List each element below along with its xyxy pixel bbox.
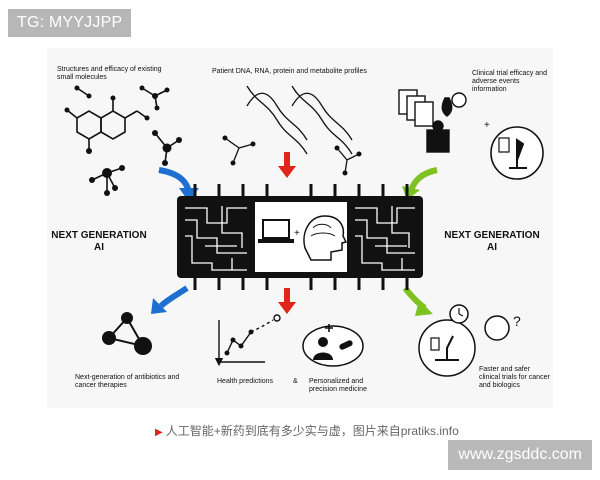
svg-text:+: +	[484, 120, 490, 131]
dna-icon	[224, 85, 360, 174]
caption-marker-icon: ▶	[155, 427, 163, 438]
label-personalized-medicine: Personalized and precision medicine	[309, 378, 367, 394]
laptop-icon	[258, 219, 294, 243]
diagram-graphic: +	[64, 85, 544, 377]
label-small-molecules: Structures and efficacy of existing smal…	[57, 66, 162, 82]
microscope-icon: +	[484, 120, 544, 180]
red-arrow-bottom	[284, 288, 290, 302]
blue-arrow-bottom	[158, 285, 189, 309]
red-arrow-top	[284, 152, 290, 166]
label-antibiotics: Next-generation of antibiotics and cance…	[75, 374, 180, 390]
label-patient-profiles: Patient DNA, RNA, protein and metabolite…	[212, 68, 367, 75]
caption-text: 人工智能+新药到底有多少实与虚，图片来自pratiks.info	[165, 424, 459, 438]
next-gen-ai-right: NEXT GENERATION AI	[444, 230, 540, 253]
svg-text:?: ?	[513, 313, 521, 329]
ai-chip: +	[177, 184, 423, 290]
chart-icon	[214, 314, 281, 367]
site-watermark: www.zgsddc.com	[448, 440, 592, 470]
tg-tag: TG: MYYJJPP	[8, 9, 132, 37]
label-faster-trials: Faster and safer clinical trials for can…	[479, 366, 550, 390]
image-caption: ▶人工智能+新药到底有多少实与虚，图片来自pratiks.info	[155, 422, 485, 439]
next-gen-ai-left: NEXT GENERATION AI	[51, 230, 147, 253]
green-arrow-top	[408, 167, 438, 192]
label-health-predictions: Health predictions	[217, 378, 274, 385]
faster-trials-icon: ?	[418, 304, 521, 377]
circuit-lines-right	[355, 206, 415, 271]
documents-icon	[398, 89, 467, 153]
label-clinical-trial: Clinical trial efficacy and adverse even…	[472, 70, 547, 94]
diagram-panel: +	[47, 48, 553, 408]
brain-head-icon	[303, 215, 348, 261]
svg-text:+: +	[294, 228, 300, 239]
personalized-medicine-icon	[302, 324, 364, 367]
label-ampersand: &	[293, 378, 298, 385]
molecule-icon	[66, 87, 180, 193]
circuit-lines-left	[185, 206, 247, 271]
